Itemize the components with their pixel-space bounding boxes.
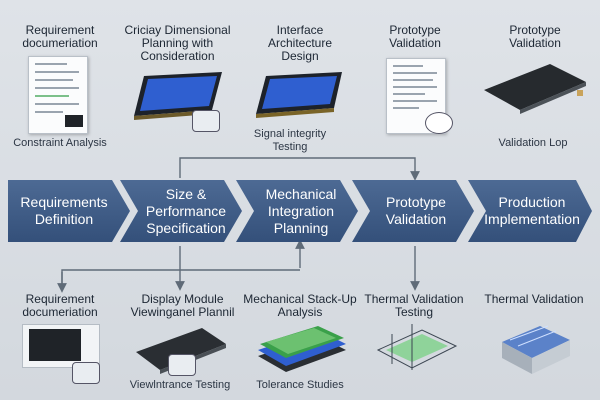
process-chevron-row: Requirements Definition Size & Performan… <box>0 176 600 246</box>
prototype-checklist-illustration <box>386 58 446 134</box>
top-label-prototype-validation-1: Prototype Validation <box>389 23 441 50</box>
signal-integrity-label: Signal integrity Testing <box>253 128 327 153</box>
interface-panel-illustration <box>256 72 342 118</box>
stage-label-mechanical: Mechanical Integration Planning <box>265 185 337 236</box>
stage-chevron-3 <box>236 180 358 242</box>
stack-up-illustration <box>258 326 346 372</box>
stage-label-requirements: Requirements Definition <box>20 194 108 227</box>
top-label-prototype-validation-2: Prototype Validation <box>509 23 561 50</box>
stage-label-production: Production Implementation <box>484 194 580 227</box>
requirement-display-illustration <box>22 324 100 368</box>
bottom-label-thermal-testing: Thermal Validation Testing <box>364 292 464 319</box>
top-label-requirement-doc: Requirement documeriation <box>22 23 98 50</box>
requirement-magnifier-icon <box>72 362 100 384</box>
stage-chevron-1 <box>8 180 130 242</box>
requirement-document-illustration <box>28 56 88 134</box>
constraint-analysis-label: Constraint Analysis <box>13 137 107 149</box>
upper-feedback-arrow <box>179 157 420 181</box>
thermal-validation-illustration <box>502 325 570 374</box>
stage-label-size-performance: Size & Performance Specification <box>145 185 227 236</box>
stage-label-prototype: Prototype Validation <box>385 194 447 227</box>
bottom-label-display-module: Display Module Viewinganel Plannil <box>130 292 235 319</box>
bottom-label-stack-up: Mechanical Stack-Up Analysis <box>243 292 357 319</box>
detail-magnifier-icon <box>192 110 220 132</box>
checklist-magnifier-icon <box>425 112 453 134</box>
dark-display-panel-illustration <box>484 64 586 114</box>
top-label-dimensional-planning: Criciay Dimensional Planning with Consid… <box>124 23 231 63</box>
stage-chevron-2 <box>120 180 242 242</box>
tolerance-studies-label: Tolerance Studies <box>256 379 344 391</box>
thermal-testing-illustration <box>376 324 458 370</box>
blue-display-panel-illustration <box>134 72 222 120</box>
bottom-label-requirement-doc: Requirement documeriation <box>22 292 98 319</box>
bottom-label-thermal-validation: Thermal Validation <box>484 292 584 306</box>
view-entrance-testing-label: Viewlntrance Testing <box>129 379 231 391</box>
display-magnifier-icon <box>168 354 196 376</box>
stage-chevron-5 <box>468 180 592 242</box>
validation-loop-label: Validation Lop <box>498 137 568 149</box>
stage-chevron-4 <box>352 180 474 242</box>
top-label-interface-architecture: Interface Architecture Design <box>267 23 333 63</box>
